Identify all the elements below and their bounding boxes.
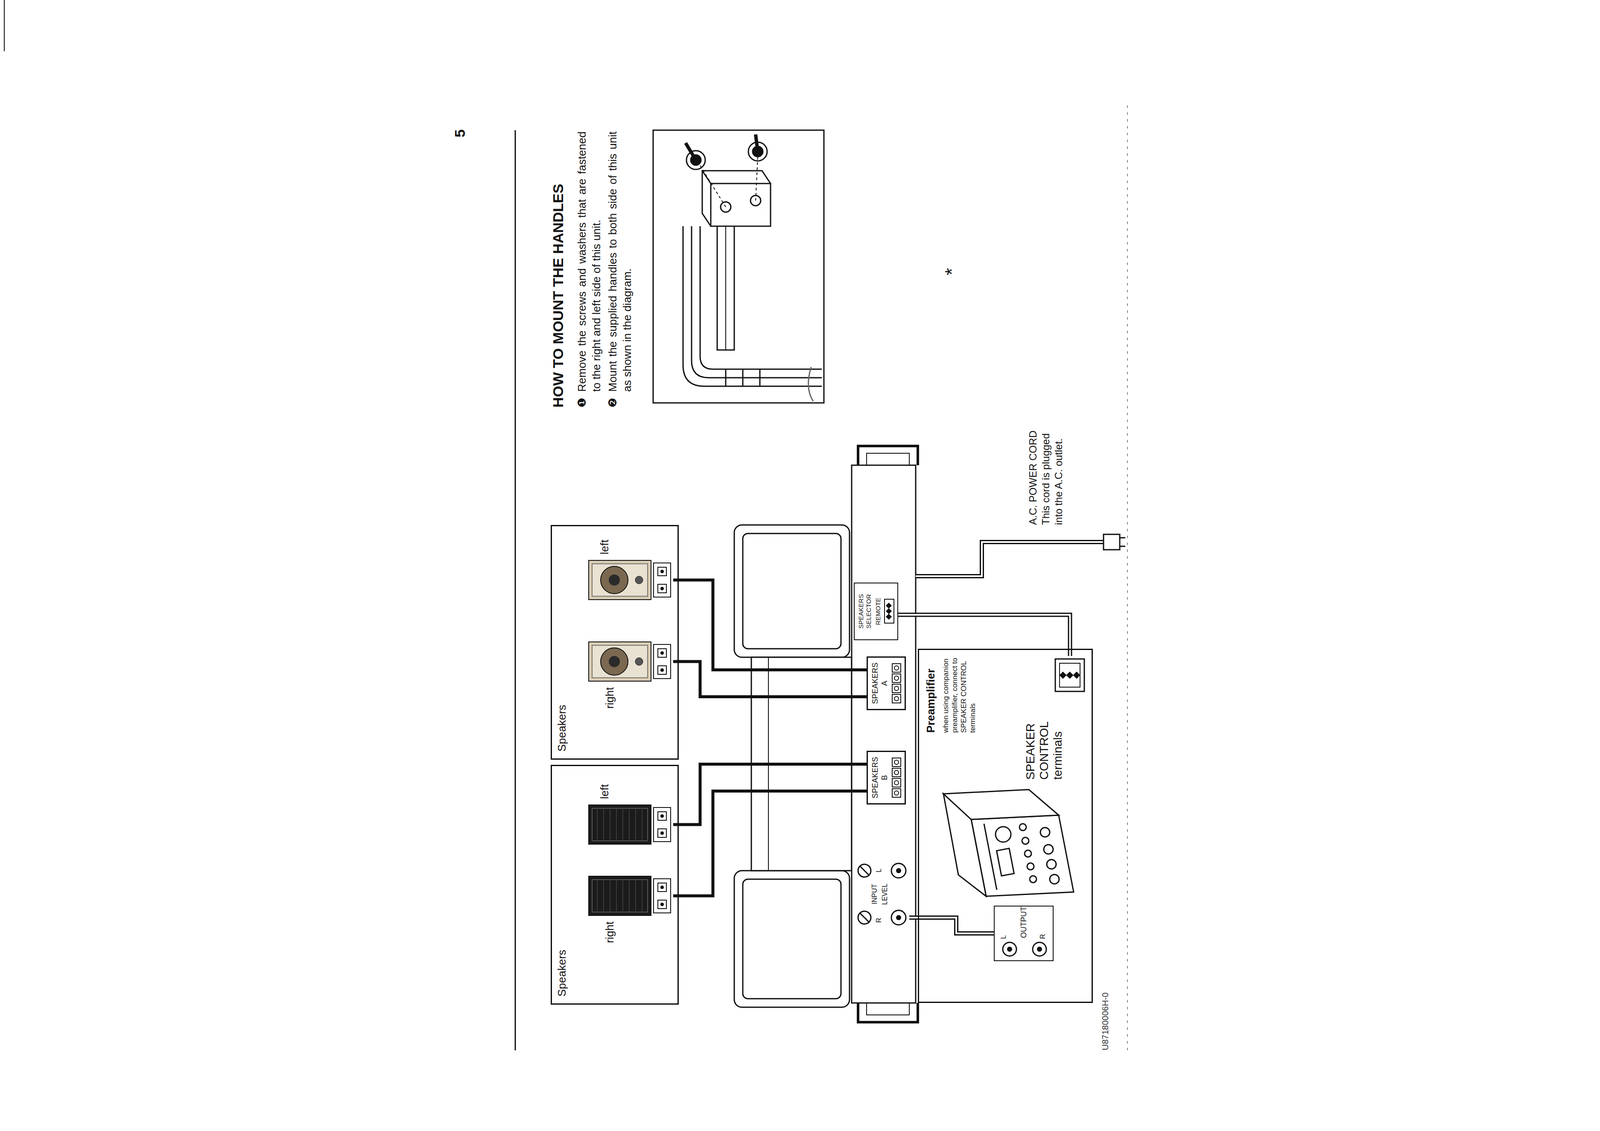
speaker-terminal-block: SPEAKERSA [866, 656, 906, 711]
speaker-wire [673, 661, 867, 698]
note-text: * [941, 268, 963, 276]
terminal-caption: SPEAKER CONTROL terminals [1023, 707, 1065, 780]
speaker-panel: Speakers right left [550, 764, 679, 1005]
note-text: R [1039, 934, 1047, 940]
panel-marking: SPEAKERS SELECTOR [857, 585, 873, 638]
jack-label: OUTPUT [1019, 906, 1029, 939]
speaker-label: right [603, 687, 617, 710]
speaker-label: right [603, 921, 617, 944]
note-text: A.C. POWER CORD This cord is plugged int… [1026, 414, 1066, 526]
power-cord [915, 534, 1126, 577]
speaker-cabinet: right [587, 641, 674, 683]
remote-socket [883, 598, 895, 625]
panel-heading: Preamplifier [924, 668, 938, 733]
connector-line [673, 580, 867, 671]
section-heading: HOW TO MOUNT THE HANDLES [549, 183, 567, 408]
selector-section: SPEAKERS SELECTORREMOTE [853, 582, 899, 641]
panel-marking: REMOTE [874, 585, 882, 638]
jack-drawing [994, 939, 1053, 961]
header-rule [514, 130, 517, 1051]
note-text: R [875, 917, 883, 923]
edge-mark [3, 0, 5, 52]
input-section: INPUTLEVELRL [853, 858, 910, 931]
cable-core [909, 917, 994, 934]
terminal-label: SPEAKERS [870, 662, 880, 705]
note-text: Remove the screws and washers that are f… [574, 131, 604, 392]
speaker-terminal-block: SPEAKERSB [866, 750, 906, 805]
speaker-control-terminal: SPEAKER CONTROL terminals [1023, 656, 1090, 780]
note-text: ❶ [575, 397, 589, 408]
terminal-screws [890, 662, 903, 705]
connector-line [673, 661, 867, 698]
signal-cable [909, 917, 994, 934]
note-text: ❷ [606, 397, 619, 408]
speaker-cabinet: right [587, 875, 674, 917]
note-text: Mount the supplied handles to both side … [605, 131, 635, 392]
terminal-label: B [879, 756, 890, 800]
note-text: U87180006H-0 [1100, 992, 1111, 1051]
terminal-label: SPEAKERS [870, 756, 880, 800]
terminal-label: A [879, 662, 890, 705]
speaker-wire [673, 791, 867, 897]
connector-line [673, 791, 867, 897]
margin-rule [1127, 102, 1128, 1051]
panel-heading: Speakers [555, 949, 569, 997]
handle-figure [653, 130, 824, 403]
speaker-label: left [598, 784, 612, 800]
speaker-wire [673, 764, 867, 826]
note-text: L [875, 868, 883, 873]
note-text: L [999, 935, 1008, 940]
preamplifier-drawing [943, 789, 1074, 897]
speaker-drawing [587, 804, 674, 846]
speaker-label: left [598, 539, 612, 555]
speaker-drawing [587, 875, 674, 917]
speaker-cabinet: left [587, 804, 674, 846]
panel-heading: Speakers [555, 704, 569, 752]
preamplifier-panel: Preamplifierwhen using companion preampl… [917, 648, 1093, 1004]
connector-line [909, 917, 994, 934]
terminal-screws [890, 756, 903, 800]
amplifier-drawing [734, 446, 918, 1023]
note-text: 5 [451, 129, 469, 138]
speaker-drawing [587, 559, 674, 601]
speaker-cabinet: left [587, 559, 674, 601]
output-jacks: OUTPUT L R [993, 905, 1054, 962]
panel-note: when using companion preamplifier, conne… [941, 654, 978, 733]
speaker-panel: Speakers right left [550, 525, 679, 760]
connector-line [673, 764, 867, 826]
speaker-wire [673, 580, 867, 671]
speaker-drawing [587, 641, 674, 683]
control-socket [1054, 658, 1086, 693]
